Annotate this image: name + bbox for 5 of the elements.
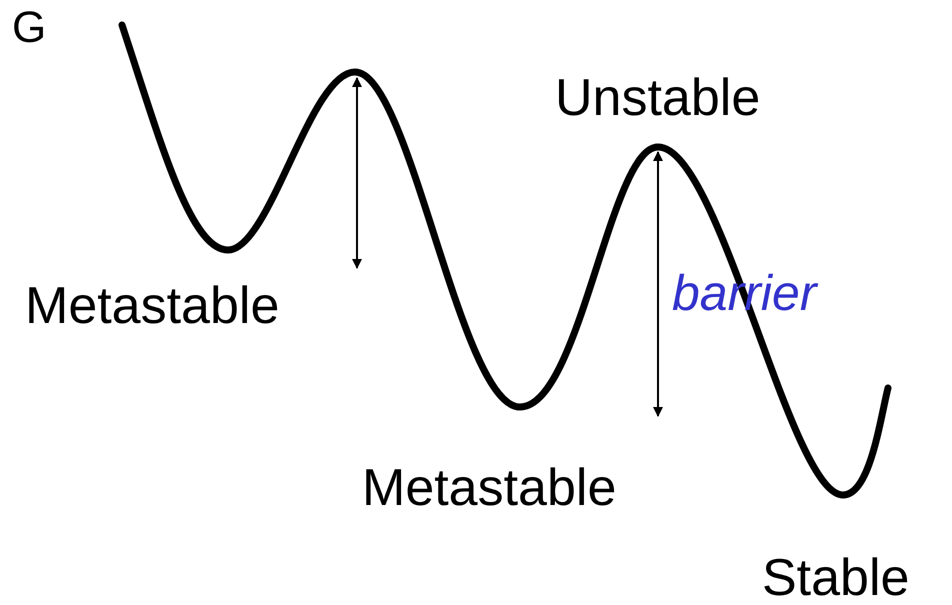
state-label: Metastable [362,462,616,514]
axis-label: G [12,6,46,50]
state-label: Metastable [25,280,280,332]
state-label: Unstable [555,72,760,124]
state-label: Stable [762,552,910,604]
